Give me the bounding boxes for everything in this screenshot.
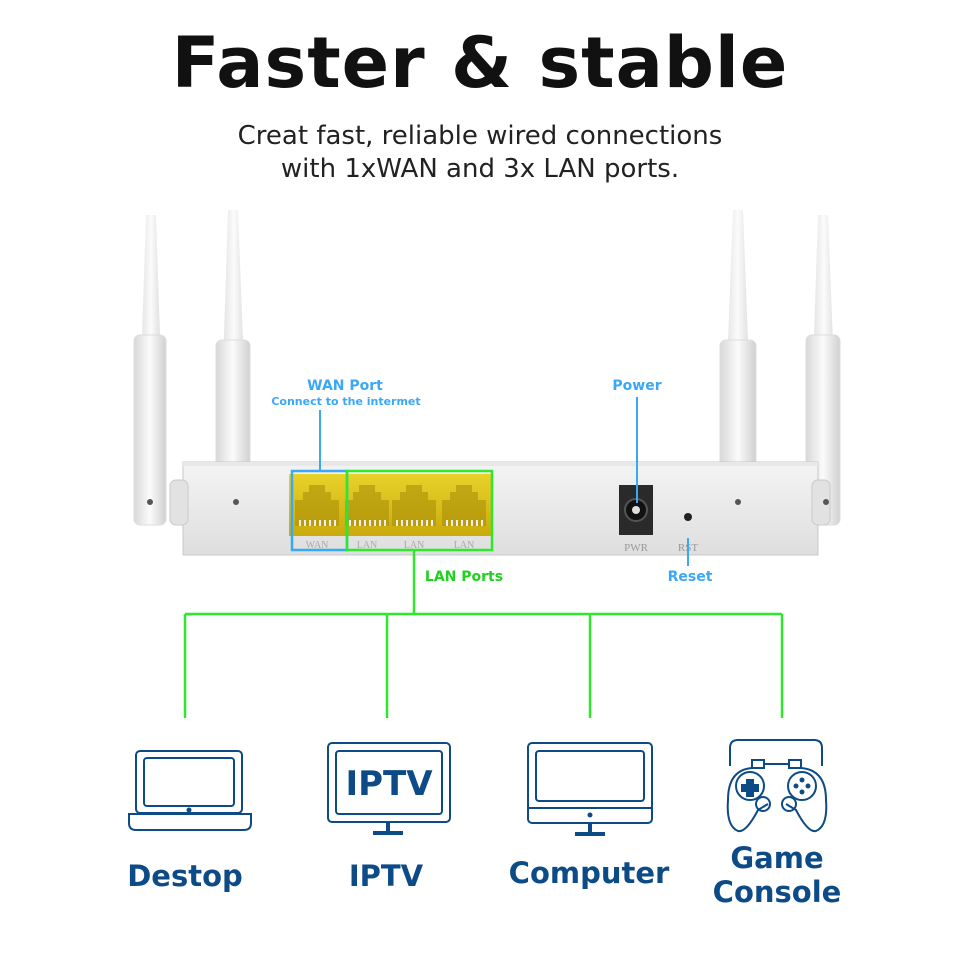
monitor-icon [527, 742, 653, 836]
port-pin [451, 520, 453, 526]
page-title: Faster & stable [171, 22, 789, 104]
port-pin [421, 520, 423, 526]
lan-connection-lines [183, 550, 784, 718]
port-pin [406, 520, 408, 526]
reset-callout: Reset [667, 569, 713, 585]
ethernet-port [295, 485, 339, 526]
port-pin [416, 520, 418, 526]
ethernet-port [392, 485, 436, 526]
port-pin [471, 520, 473, 526]
subtitle-line-2: with 1xWAN and 3x LAN ports. [280, 154, 680, 184]
reset-button [684, 513, 692, 521]
laptop-icon [128, 750, 252, 831]
port-pin [431, 520, 433, 526]
subtitle: Creat fast, reliable wired connections w… [0, 120, 960, 186]
port-label: WAN [306, 540, 329, 551]
port-pin [446, 520, 448, 526]
wan-port-callout-desc: Connect to the intermet [271, 395, 421, 408]
port-pin [369, 520, 371, 526]
port-pin [379, 520, 381, 526]
port-pin [456, 520, 458, 526]
router-body [182, 461, 819, 556]
device-label-iptv: IPTV [348, 859, 424, 893]
port-pin [354, 520, 356, 526]
port-pin [396, 520, 398, 526]
port-pin [359, 520, 361, 526]
port-pin [299, 520, 301, 526]
port-label: LAN [357, 540, 378, 551]
port-pin [324, 520, 326, 526]
wan-port-callout-title: WAN Port [307, 378, 383, 394]
ethernet-port [442, 485, 486, 526]
device-label-game-console: Game Console [712, 841, 842, 909]
power-port-label: PWR [624, 542, 649, 554]
port-pin [466, 520, 468, 526]
antenna-hinge-right [811, 479, 831, 526]
port-pin [319, 520, 321, 526]
device-label-desktop: Destop [127, 859, 243, 893]
port-label: LAN [404, 540, 425, 551]
port-pin [364, 520, 366, 526]
lan-highlight-box [345, 469, 494, 552]
port-pin [476, 520, 478, 526]
port-label: LAN [454, 540, 475, 551]
port-pin [481, 520, 483, 526]
port-pin [426, 520, 428, 526]
port-pin [314, 520, 316, 526]
tv-screen-text: IPTV [345, 764, 433, 804]
port-pin [401, 520, 403, 526]
gamepad-icon [726, 739, 828, 833]
port-pin [309, 520, 311, 526]
device-label-computer: Computer [508, 856, 670, 890]
antenna-hinge-left [169, 479, 189, 526]
port-pin [304, 520, 306, 526]
port-pin [374, 520, 376, 526]
subtitle-line-1: Creat fast, reliable wired connections [237, 121, 723, 151]
tv-icon [327, 742, 451, 835]
ethernet-port [345, 485, 389, 526]
port-pin [329, 520, 331, 526]
port-pin [411, 520, 413, 526]
port-pin [461, 520, 463, 526]
port-pin [349, 520, 351, 526]
port-pin [384, 520, 386, 526]
port-pin [334, 520, 336, 526]
power-callout: Power [612, 378, 662, 394]
antenna-left-outer [133, 215, 167, 526]
lan-ports-callout: LAN Ports [424, 569, 504, 585]
